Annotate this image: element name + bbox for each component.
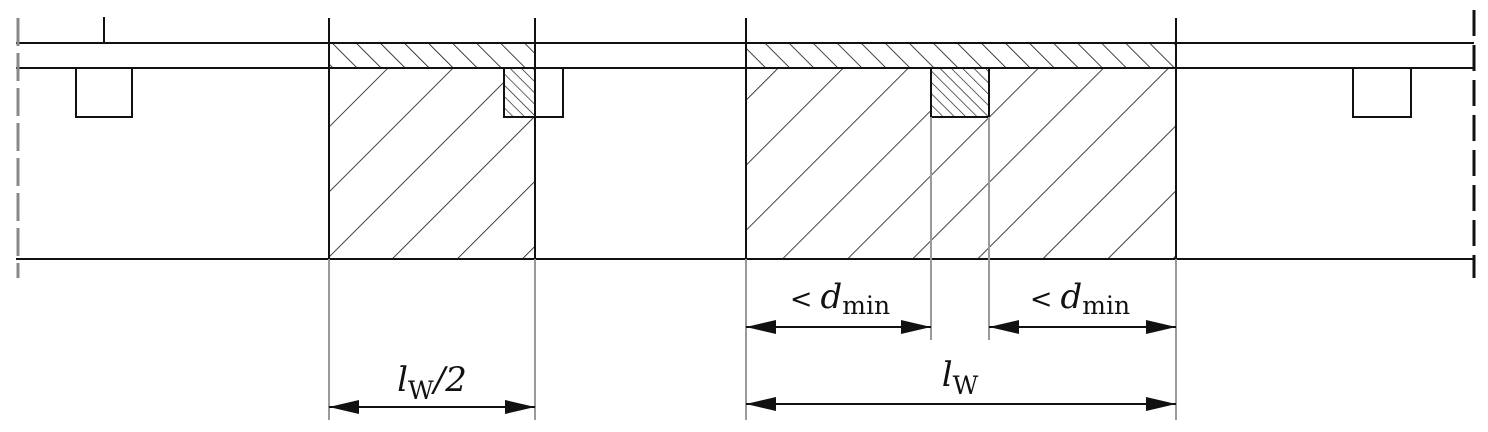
label-dmin-left: <dmin: [790, 277, 890, 320]
label-dmin-right: <dmin: [1030, 277, 1130, 320]
notch-right: [1352, 68, 1412, 118]
hatch-body-left: [329, 68, 535, 259]
label-half-width: lW/2: [397, 360, 467, 405]
notch-mid: [503, 68, 564, 118]
hatch-groove-center: [931, 68, 989, 117]
hatch-groove-left: [504, 68, 535, 117]
hatch-top-band-right: [746, 43, 1176, 68]
label-full-width: lW: [942, 355, 979, 400]
notch-center: [930, 68, 990, 118]
weld-zone-right: [746, 43, 1176, 259]
weld-zone-left: [329, 43, 535, 259]
extension-lines: [328, 117, 1177, 420]
hatch-top-band-left: [329, 43, 535, 68]
notch-left: [75, 68, 133, 118]
